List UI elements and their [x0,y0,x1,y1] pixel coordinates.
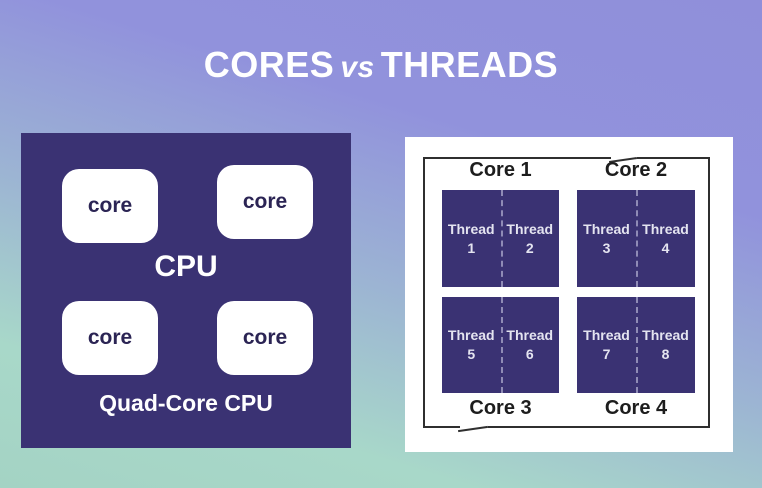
quad-core-cpu-caption: Quad-Core CPU [99,390,273,416]
core-chip-1: core [62,169,158,243]
core-1-label: Core 1 [469,159,532,181]
core-3-square: Thread 5 Thread 6 [442,297,559,393]
thread-word: Thread [642,220,689,237]
thread-divider [500,190,503,287]
core-2-label: Core 2 [604,159,668,181]
title-word-threads: THREADS [380,44,559,85]
thread-word: Thread [506,327,554,344]
core-4-label: Core 4 [604,397,668,419]
core-chip-3: core [62,301,158,375]
thread-number: 4 [661,239,670,256]
thread-number: 3 [602,239,611,256]
thread-divider [500,297,503,393]
thread-word: Thread [642,327,689,344]
thread-4-cell: Thread 4 [636,190,695,287]
thread-number: 8 [661,346,670,362]
thread-word: Thread [447,327,495,344]
thread-word: Thread [506,220,554,237]
thread-1-cell: Thread 1 [442,190,501,287]
thread-number: 1 [467,239,476,256]
thread-word: Thread [447,220,495,237]
thread-number: 5 [467,346,476,362]
core-chip-4: core [217,301,313,375]
thread-divider [636,297,638,393]
thread-divider [636,190,638,287]
core-2-square: Thread 3 Thread 4 [577,190,695,287]
threads-frame [423,157,710,428]
core-chip-2: core [217,165,313,239]
core-4-square: Thread 7 Thread 8 [577,297,695,393]
thread-5-cell: Thread 5 [442,297,501,393]
thread-number: 6 [525,346,534,362]
core-chip-label: core [87,326,133,349]
threads-panel: Core 1 Core 2 Thread 1 Thread 2 Thread 3 Th… [405,137,733,452]
core-chip-label: core [87,194,133,217]
core-chip-label: core [242,190,288,213]
core-chip-label: core [242,326,288,349]
core-3-label: Core 3 [469,397,532,419]
thread-8-cell: Thread 8 [636,297,695,393]
thread-2-cell: Thread 2 [501,190,560,287]
quad-core-cpu-panel: core core CPU core core Quad-Core CPU [21,133,351,448]
thread-number: 7 [602,346,611,362]
thread-word: Thread [583,327,630,344]
core-1-square: Thread 1 Thread 2 [442,190,559,287]
thread-word: Thread [583,220,630,237]
thread-number: 2 [525,239,534,256]
title-word-vs: vs [340,51,375,84]
cpu-label: CPU [154,250,218,283]
thread-7-cell: Thread 7 [577,297,636,393]
thread-6-cell: Thread 6 [501,297,560,393]
thread-3-cell: Thread 3 [577,190,636,287]
title-word-cores: CORES [203,44,335,85]
